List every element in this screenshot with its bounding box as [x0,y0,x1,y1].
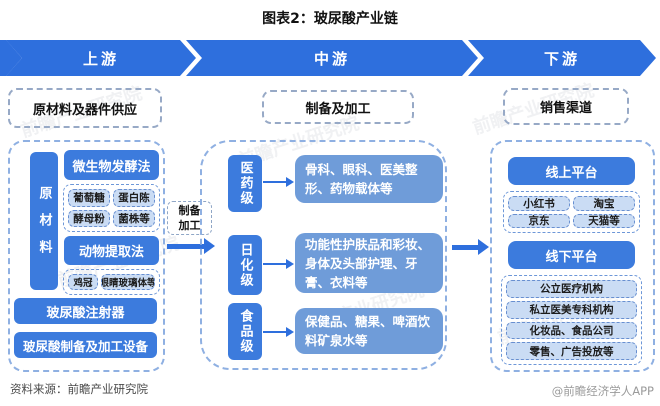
banner-downstream: 下游 [468,40,656,76]
banner-upstream: 上游 [6,40,196,76]
equipment-box: 玻尿酸制备及加工设备 [14,332,157,358]
platform-chip: 小红书 [508,196,570,211]
platform-chip: 天猫等 [573,213,635,228]
channel-chip: 公立医疗机构 [506,280,637,298]
daily-chemical-applications-box: 功能性护肤品和彩妆、身体及头部护理、牙膏、衣料等 [295,233,443,293]
raw-materials-vertical-label: 原材料 [30,152,58,290]
midstream-container [200,140,447,370]
food-grade-box: 食品级 [228,303,262,360]
source-note: 资料来源：前瞻产业研究院 [10,382,148,396]
extraction-materials-group: 鸡冠 眼睛玻璃体等 [63,269,160,295]
connector-line1: 制备 [178,204,201,217]
upstream-to-midstream-arrow [167,238,215,254]
food-applications-box: 保健品、糖果、啤酒饮料矿泉水等 [295,308,443,354]
pharma-grade-box: 医药级 [228,155,262,212]
pharma-arrow [263,176,294,188]
microbial-fermentation-box: 微生物发酵法 [64,150,159,180]
preparation-connector-label: 制备 加工 [167,201,212,235]
online-platforms-group: 小红书 淘宝 京东 天猫等 [503,191,640,233]
animal-extraction-box: 动物提取法 [64,236,159,265]
daily-chemical-arrow [263,258,294,270]
downstream-header-label: 销售渠道 [539,101,592,116]
offline-channels-group: 公立医疗机构 私立医美专科机构 化妆品、食品公司 零售、广告投放等 [501,275,642,365]
fermentation-materials-group: 葡萄糖 蛋白陈 酵母粉 菌株等 [63,184,160,232]
midstream-to-downstream-arrow [452,239,489,255]
midstream-header: 制备及加工 [262,90,414,124]
material-chip: 酵母粉 [68,209,110,227]
platform-chip: 淘宝 [573,196,635,211]
channel-chip: 零售、广告投放等 [506,342,637,360]
food-arrow [263,326,294,338]
online-platform-box: 线上平台 [508,157,635,185]
page-title: 图表2：玻尿酸产业链 [262,11,398,27]
channel-chip: 私立医美专科机构 [506,300,637,319]
brand-note: @前瞻经济学人APP [551,384,654,398]
material-chip: 眼睛玻璃体等 [101,274,155,290]
banner-upstream-label: 上游 [82,49,119,68]
daily-chemical-grade-box: 日化级 [228,235,262,295]
material-chip: 鸡冠 [68,274,98,290]
banner-midstream-label: 中游 [313,49,350,68]
material-chip: 葡萄糖 [68,189,110,207]
platform-chip: 京东 [508,213,570,228]
downstream-header: 销售渠道 [503,88,629,125]
midstream-header-label: 制备及加工 [305,101,371,117]
banner-downstream-label: 下游 [543,49,580,68]
downstream-container [490,140,655,372]
connector-line2: 加工 [178,219,201,232]
material-chip: 菌株等 [113,209,155,227]
syringe-box: 玻尿酸注射器 [14,298,157,324]
offline-platform-box: 线下平台 [508,241,635,269]
pharma-applications-box: 骨科、眼科、医美整形、药物载体等 [295,155,443,203]
banner-midstream: 中游 [186,40,478,76]
upstream-container [8,140,165,372]
channel-chip: 化妆品、食品公司 [506,321,637,340]
upstream-header-label: 原材料及器件供应 [32,102,137,118]
upstream-header: 原材料及器件供应 [8,88,162,128]
material-chip: 蛋白陈 [113,189,155,207]
